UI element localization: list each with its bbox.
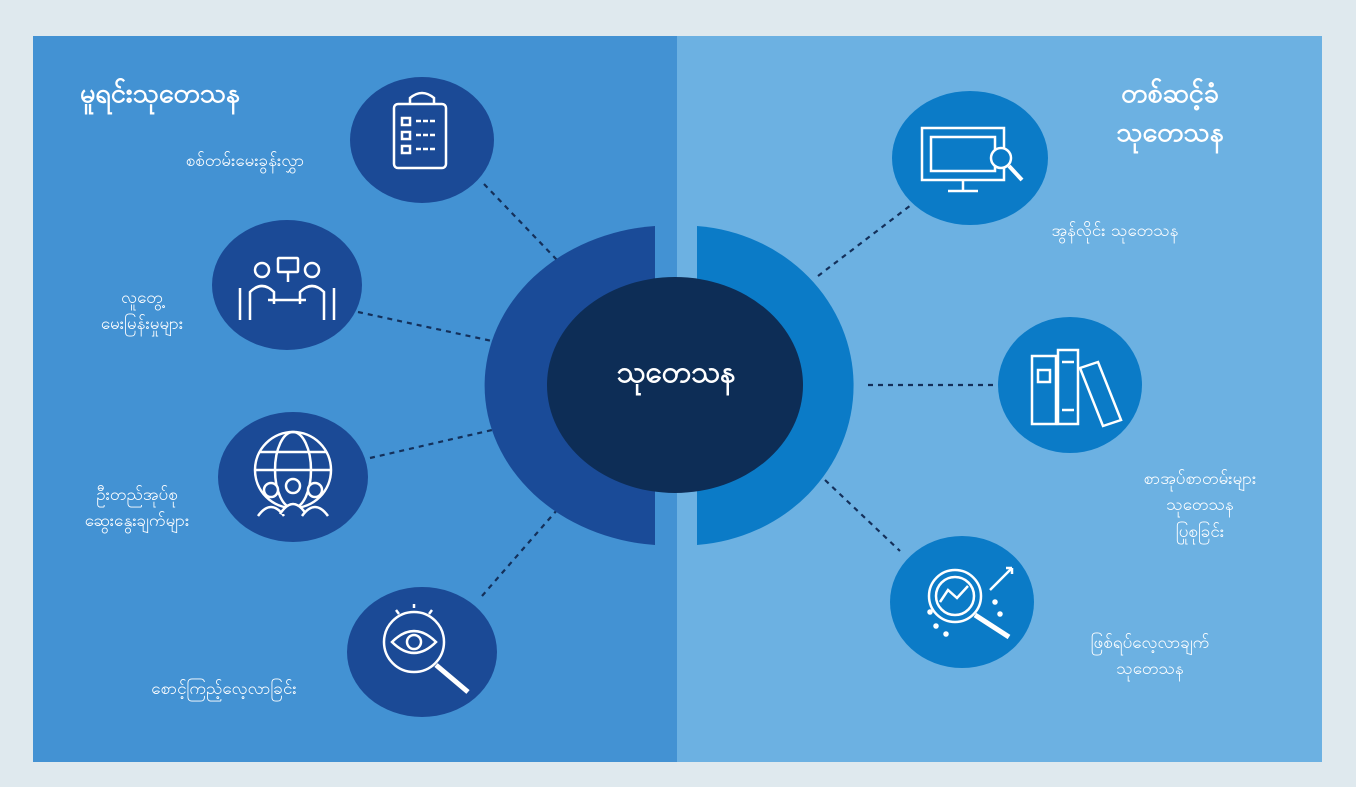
- books-research-label-line: ပြုစုခြင်း: [1175, 521, 1225, 542]
- globe-group-icon: [253, 430, 333, 517]
- online-node: [892, 91, 1048, 225]
- connector-observation: [481, 509, 558, 597]
- secondary-research-title-line: တစ်ဆင့်ခံ: [1121, 78, 1219, 109]
- focus-group-node: [218, 412, 368, 542]
- case-study-node: [890, 536, 1034, 668]
- center-oval: [547, 277, 803, 493]
- interview-label: လူတွေ့ မေးမြန်းမှုများ: [52, 285, 232, 338]
- focus-group-label-line: ဆွေးနွေးချက်များ: [84, 511, 190, 532]
- secondary-research-title-line: သုတေသန: [1116, 117, 1224, 149]
- focus-group-label-line: ဦးတည်အုပ်စု: [96, 485, 178, 505]
- case-study-label-line: သုတေသန: [1116, 659, 1184, 680]
- observation-node: [347, 587, 497, 717]
- interview-label-line: မေးမြန်းမှုများ: [100, 314, 184, 335]
- survey-label: စစ်တမ်းမေးခွန်းလွှာ: [185, 151, 305, 171]
- interview-node: [212, 220, 362, 350]
- focus-group-label: ဦးတည်အုပ်စု ဆွေးနွေးချက်များ: [47, 482, 227, 535]
- survey-node: [350, 77, 494, 203]
- eye-magnifier-icon: [382, 604, 470, 694]
- monitor-search-icon: [920, 126, 1024, 193]
- books-research-label-line: သုတေသန: [1166, 495, 1234, 516]
- books-research-label-line: စာအုပ်စာတမ်းများ: [1143, 469, 1257, 489]
- connector-online: [817, 204, 912, 277]
- case-study-label-line: ဖြစ်ရပ်လေ့လာချက်: [1090, 633, 1210, 653]
- online-research-label: အွန်လိုင်း သုတေသန: [1051, 221, 1179, 241]
- interview-meeting-icon: [238, 256, 336, 320]
- center-research-label: သုတေသန: [616, 355, 736, 390]
- case-study-label: ဖြစ်ရပ်လေ့လာချက် သုတေသန: [1050, 630, 1250, 683]
- connector-case-study: [824, 479, 901, 552]
- clipboard-checklist-icon: [392, 91, 448, 170]
- data-analysis-magnifier-icon: [927, 566, 1014, 640]
- books-node: [998, 317, 1142, 453]
- interview-label-line: လူတွေ့: [121, 288, 163, 308]
- connector-survey: [483, 183, 558, 261]
- connector-interview: [357, 310, 493, 343]
- observation-label: စောင့်ကြည့်လေ့လာခြင်း: [151, 679, 297, 699]
- books-research-label: စာအုပ်စာတမ်းများ သုတေသန ပြုစုခြင်း: [1100, 466, 1300, 545]
- books-icon: [1030, 348, 1123, 428]
- connector-focus-group: [369, 428, 493, 460]
- secondary-research-title: တစ်ဆင့်ခံ သုတေသန: [1080, 74, 1260, 152]
- primary-research-title: မူရင်းသုတေသန: [80, 78, 240, 109]
